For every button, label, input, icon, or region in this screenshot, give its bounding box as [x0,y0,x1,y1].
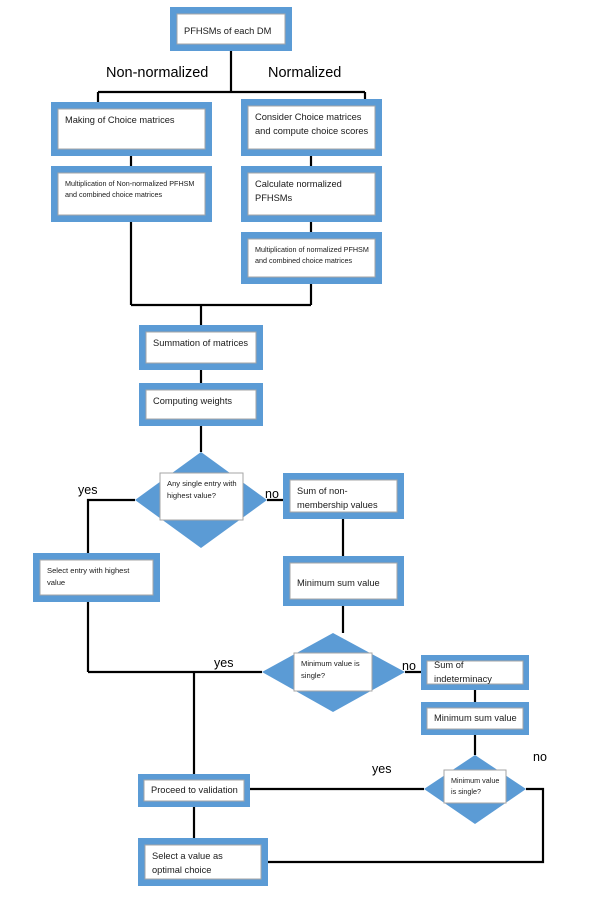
node-select-value-optimal-choice[interactable] [138,838,268,886]
node-proceed-to-validation[interactable] [138,774,250,807]
node-summation-of-matrices[interactable] [139,325,263,370]
node-start[interactable] [170,7,292,51]
node-multiplication-normalized[interactable] [241,232,382,284]
node-select-entry-highest-value[interactable] [33,553,160,602]
node-consider-choice-matrices[interactable] [241,99,382,156]
connector-decision3-no [268,787,545,864]
connector-decision1-yes [86,498,135,672]
node-calculate-normalized-pfhsms[interactable] [241,166,382,222]
node-minimum-sum-value-2[interactable] [421,702,529,735]
node-minimum-sum-value-1[interactable] [283,556,404,606]
node-decision-minimum-value-single-1[interactable] [262,633,405,712]
node-decision-minimum-value-single-2[interactable] [424,755,526,824]
node-decision-any-single-entry[interactable] [135,452,267,548]
node-multiplication-non-normalized[interactable] [51,166,212,222]
node-making-of-choice-matrices[interactable] [51,102,212,156]
node-sum-of-indeterminacy[interactable] [421,655,529,690]
node-computing-weights[interactable] [139,383,263,426]
node-sum-of-non-membership-values[interactable] [283,473,404,519]
